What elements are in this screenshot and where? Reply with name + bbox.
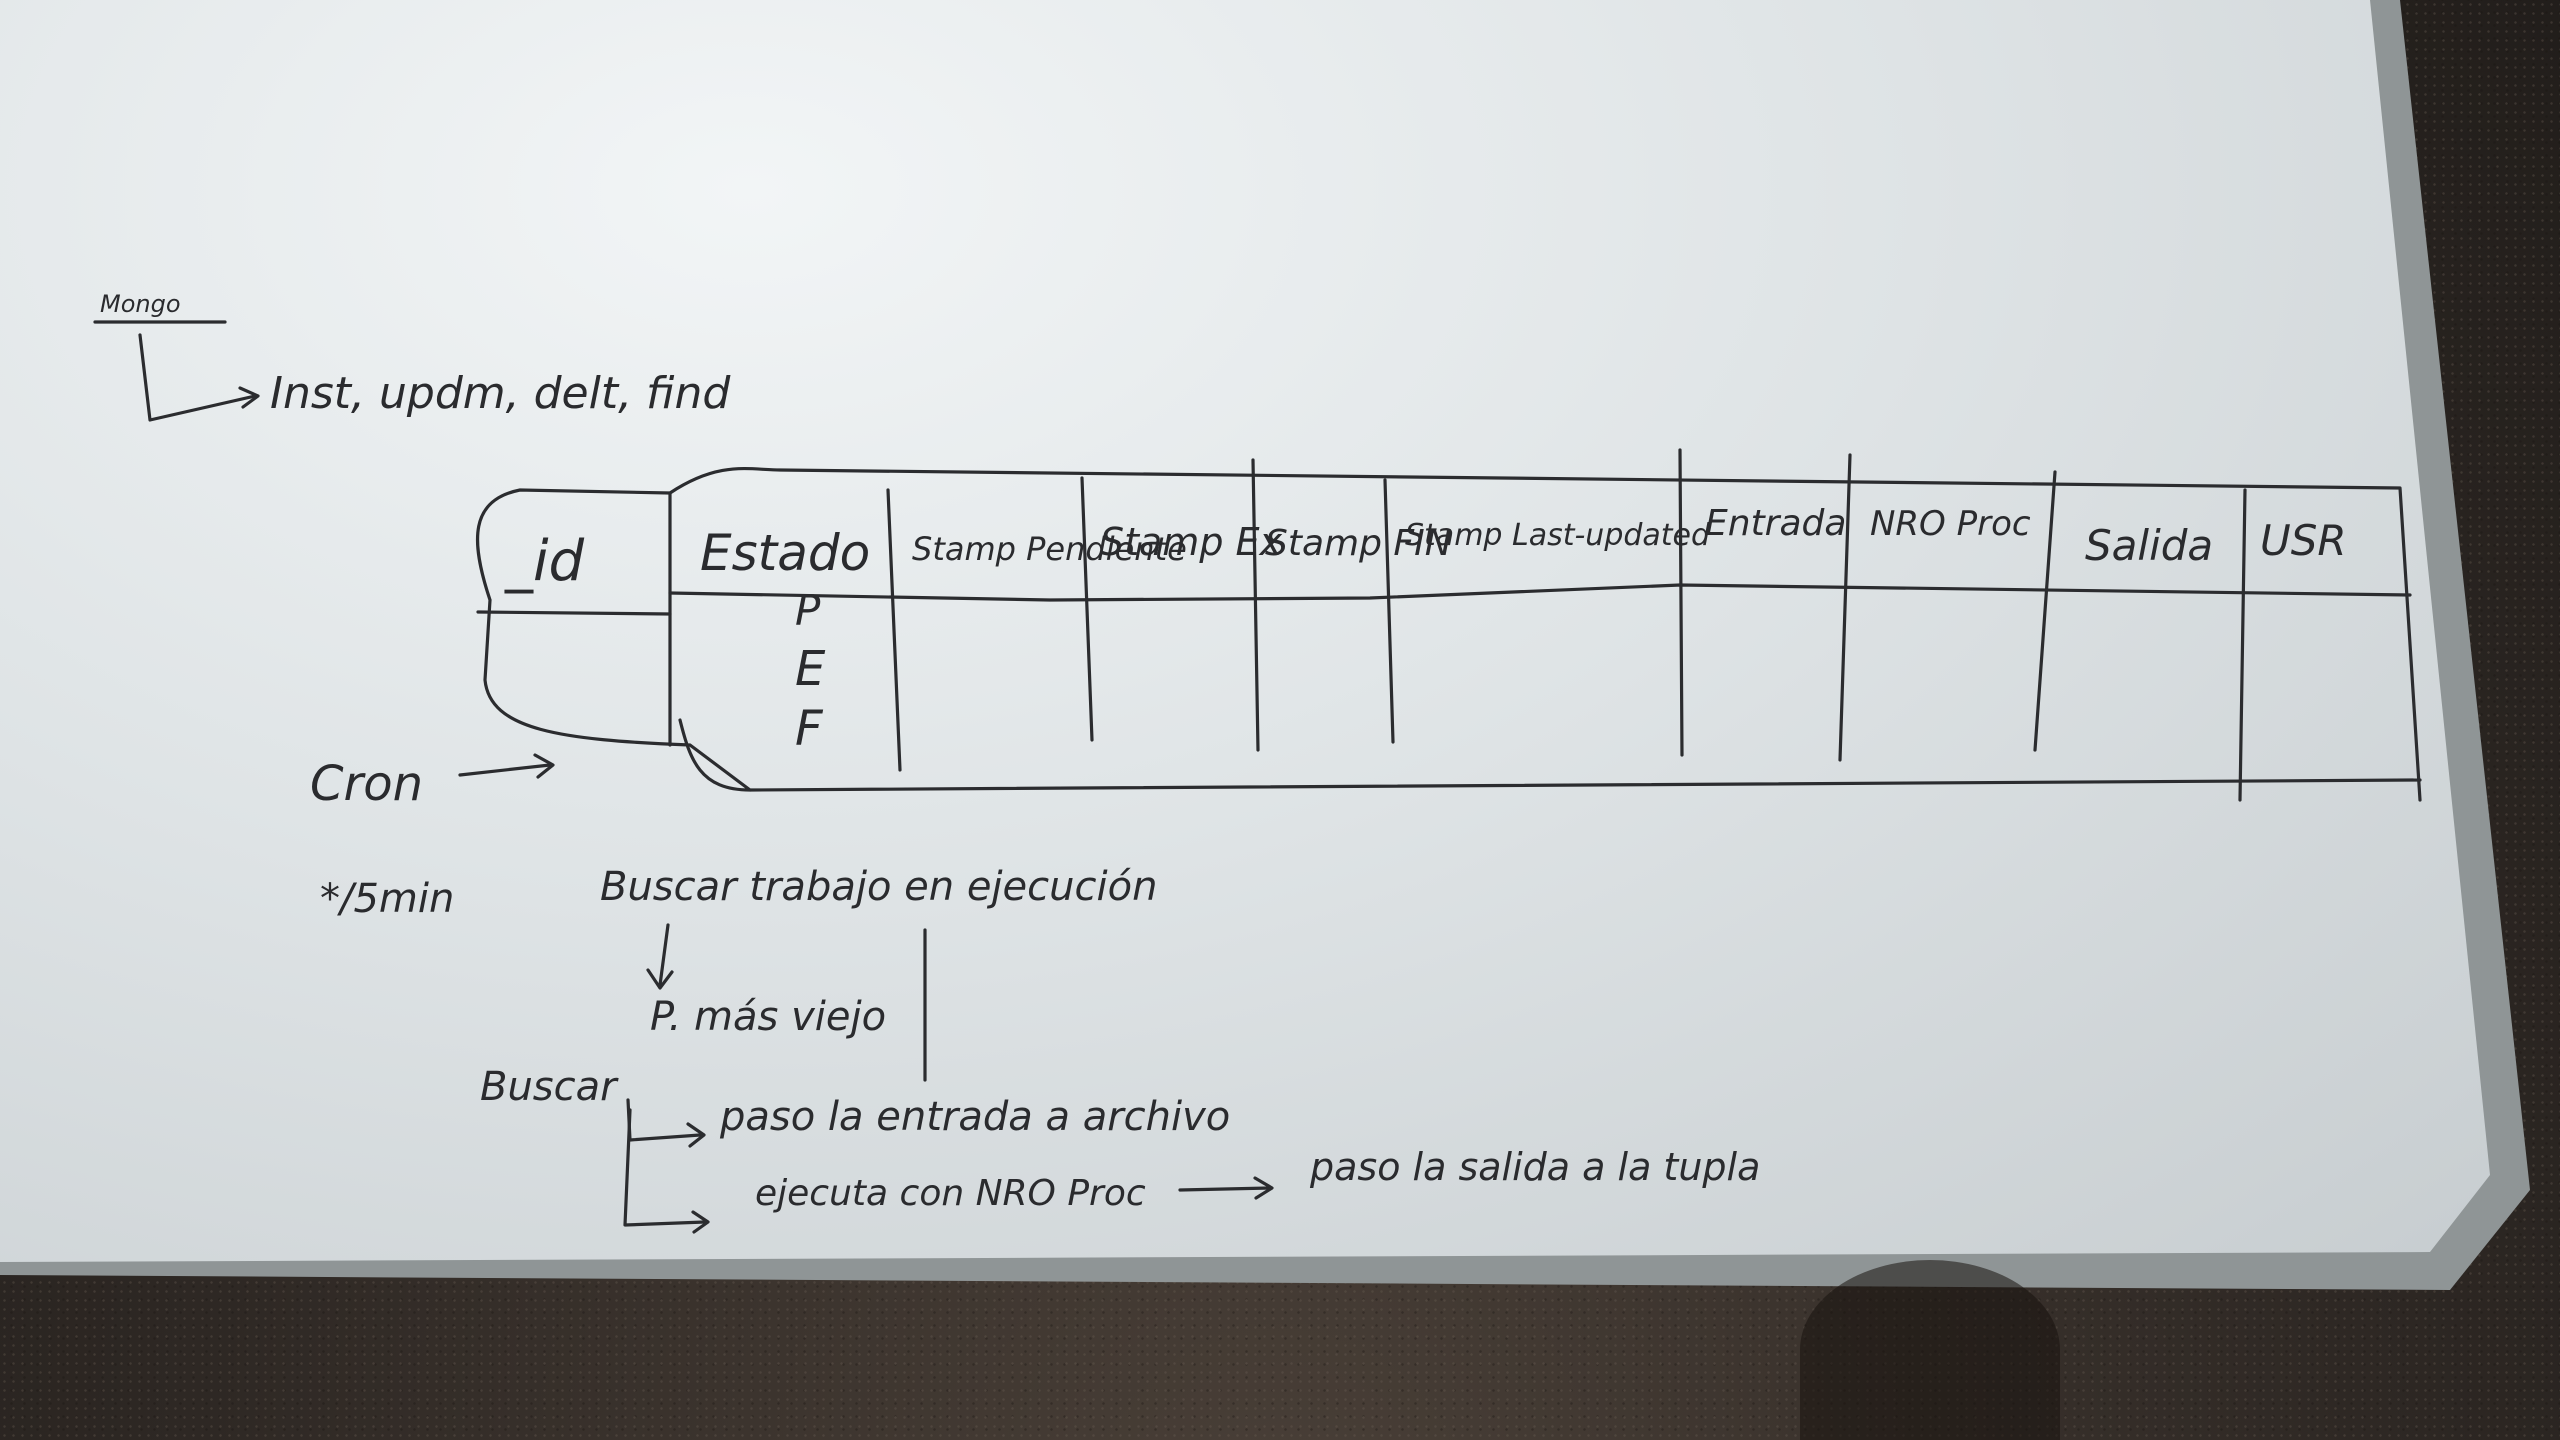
step-oldest: P. más viejo	[650, 994, 886, 1040]
col-stamp-fin: Stamp FIN	[1265, 523, 1452, 564]
step-search: Buscar	[480, 1064, 619, 1110]
divider-last-updated	[1678, 448, 1684, 757]
step-down-arrow	[658, 923, 670, 987]
col-id: _id	[504, 529, 585, 594]
step-find-running: Buscar trabajo en ejecución	[600, 864, 1157, 910]
col-stamp-pendiente: Stamp Pendiente	[912, 530, 1187, 568]
cron-arrow	[458, 763, 552, 777]
col-nro-proc: NRO Proc	[1870, 504, 2031, 544]
col-salida: Salida	[2085, 521, 2213, 570]
operations-arrowhead	[238, 386, 260, 409]
col-estado: Estado	[700, 524, 870, 582]
step-pass-input: paso la entrada a archivo	[719, 1094, 1230, 1140]
operations-text: Inst, updm, delt, find	[270, 368, 731, 419]
col-stamp-ex: Stamp Ex	[1100, 520, 1283, 564]
execute-arrow	[1178, 1186, 1272, 1192]
divider-entrada	[1838, 453, 1852, 762]
estado-value-p: P	[795, 586, 821, 635]
header-divider	[668, 583, 2412, 602]
divider-estado	[886, 488, 902, 772]
divider-nro-proc	[2033, 470, 2057, 752]
step-down-arrowhead	[646, 968, 674, 990]
col-entrada: Entrada	[1705, 503, 1846, 544]
small-label: Mongo	[100, 290, 181, 318]
branch-input-arrowhead	[686, 1122, 706, 1148]
divider-stamp-ex	[1251, 458, 1260, 752]
id-row-line	[476, 610, 672, 616]
divider-stamp-fin	[1383, 478, 1395, 744]
divider-salida	[2238, 488, 2247, 802]
step-pass-output: paso la salida a la tupla	[1309, 1145, 1760, 1189]
whiteboard-surface	[0, 0, 2490, 1262]
col-stamp-last-updated: Stamp Last-updated	[1405, 518, 1711, 553]
shoe-shadow	[1800, 1260, 2060, 1440]
table-outline	[475, 467, 2422, 802]
branch-execute-arrowhead	[691, 1210, 710, 1234]
execute-arrowhead	[1253, 1176, 1274, 1200]
estado-value-f: F	[795, 701, 824, 757]
operations-arrow	[138, 333, 257, 422]
estado-value-e: E	[795, 641, 826, 697]
divider-stamp-pend	[1080, 476, 1094, 742]
branch-execute	[623, 1108, 707, 1227]
step-execute: ejecuta con NRO Proc	[755, 1173, 1146, 1214]
cron-arrowhead	[533, 753, 555, 779]
cron-label: Cron	[310, 756, 423, 812]
cron-schedule: */5min	[320, 876, 454, 922]
col-usr: USR	[2260, 516, 2347, 565]
branch-input	[626, 1098, 702, 1142]
